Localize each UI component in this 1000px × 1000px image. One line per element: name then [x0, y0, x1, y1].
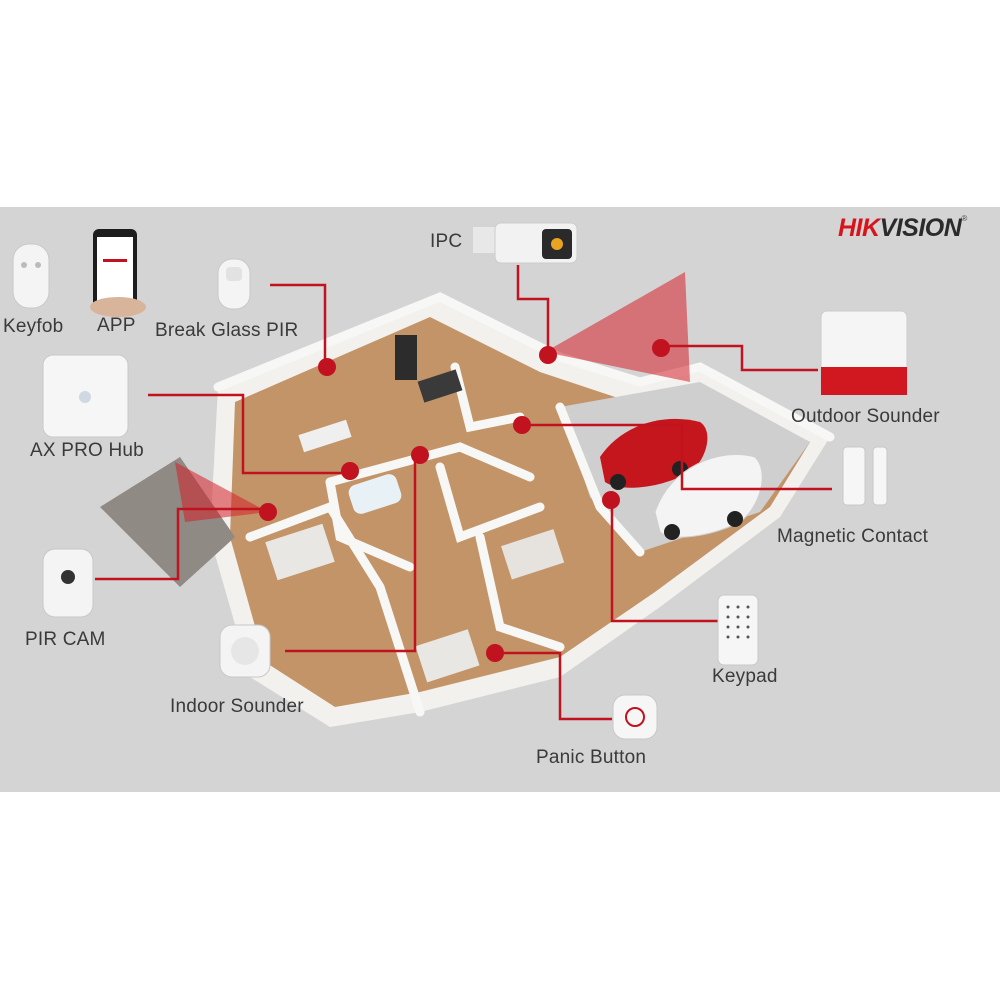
marker-pir-cam	[259, 503, 277, 521]
bullet-camera-icon	[473, 222, 578, 264]
hikvision-logo: HIKVISION®	[838, 214, 967, 243]
connector-lines	[95, 265, 832, 721]
label-keyfob: Keyfob	[3, 316, 64, 337]
bed-3	[501, 529, 565, 580]
line-hub	[148, 393, 348, 475]
hub-icon	[42, 354, 129, 438]
line-indoor-sounder	[285, 457, 417, 653]
label-ax-pro-hub: AX PRO Hub	[30, 440, 144, 461]
label-pir-cam: PIR CAM	[25, 629, 106, 650]
fridge	[395, 335, 417, 380]
door-contact-icon	[842, 446, 888, 506]
marker-indoor-sounder	[411, 446, 429, 464]
logo-part-hik: HIK	[838, 214, 880, 242]
label-break-glass-pir: Break Glass PIR	[155, 320, 299, 341]
bed-1	[265, 523, 335, 581]
pir-sensor-icon	[217, 258, 251, 310]
marker-keypad	[602, 491, 620, 509]
logo-registered-mark: ®	[961, 214, 967, 223]
sofa	[298, 419, 352, 453]
outdoor-siren-icon	[820, 310, 908, 396]
marker-break-glass	[318, 358, 336, 376]
label-indoor-sounder: Indoor Sounder	[170, 696, 304, 717]
panic-button-icon	[612, 694, 658, 740]
kitchen-island	[417, 369, 463, 403]
marker-hub	[341, 462, 359, 480]
logo-part-vision: VISION	[879, 214, 962, 242]
floorplan-scene	[12, 222, 908, 740]
outdoor-detection-cone	[545, 272, 690, 382]
keypad-icon	[717, 594, 759, 666]
label-keypad: Keypad	[712, 666, 778, 687]
smartphone-icon	[90, 229, 146, 317]
marker-magnetic-contact	[513, 416, 531, 434]
line-panic-button	[495, 651, 612, 721]
line-ipc	[516, 265, 550, 355]
label-outdoor-sounder: Outdoor Sounder	[791, 406, 940, 427]
diagram-panel: HIKVISION® Keyfob APP Break Glass PIR AX…	[0, 207, 1000, 792]
marker-outdoor-sounder	[652, 339, 670, 357]
bed-2	[415, 629, 480, 683]
house-floorplan	[100, 292, 835, 727]
label-ipc: IPC	[430, 231, 463, 252]
label-magnetic-contact: Magnetic Contact	[777, 526, 929, 547]
label-panic-button: Panic Button	[536, 747, 647, 768]
pir-camera-icon	[42, 548, 94, 618]
red-car	[600, 418, 708, 490]
pir-cam-detection-cone	[175, 462, 268, 522]
label-app: APP	[97, 315, 136, 336]
markers	[259, 339, 670, 662]
keyfob-icon	[12, 243, 50, 309]
sounder-icon	[219, 624, 271, 678]
line-keypad	[610, 501, 718, 623]
line-magnetic-contact	[522, 423, 832, 491]
line-pir-cam	[95, 507, 268, 581]
marker-panic-button	[486, 644, 504, 662]
bathtub	[348, 474, 402, 514]
line-outdoor-sounder	[662, 344, 818, 372]
line-break-glass	[270, 283, 327, 367]
marker-ipc	[539, 346, 557, 364]
